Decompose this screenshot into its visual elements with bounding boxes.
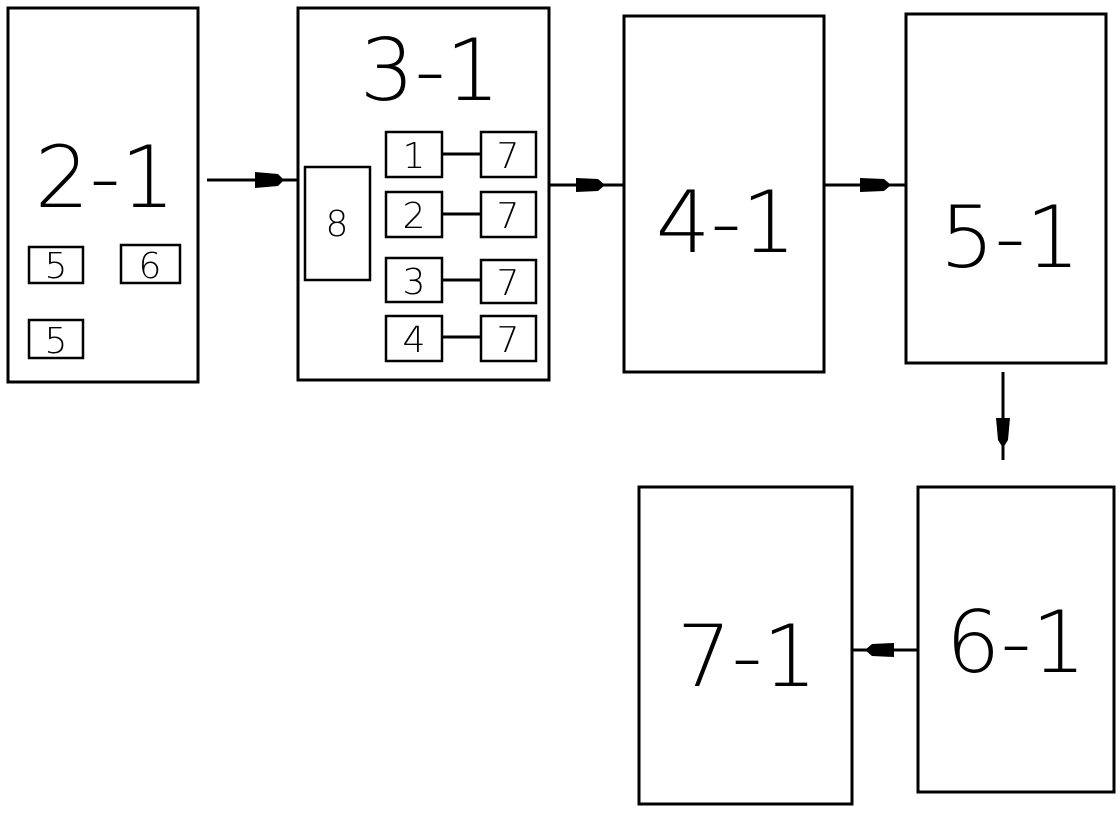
part-7-d-label: 7 — [497, 320, 520, 361]
part-4-label: 4 — [403, 320, 426, 361]
part-2-label: 2 — [403, 196, 426, 237]
part-8 — [303, 165, 372, 282]
block-2-1: 2-1 5 6 5 — [6, 6, 200, 384]
block-6-1: 6-1 — [916, 485, 1116, 794]
block-7-1: 7-1 — [637, 485, 854, 806]
block-6-1-label: 6-1 — [946, 593, 1086, 693]
part-7-a — [479, 130, 538, 179]
part-5-bottom — [27, 318, 85, 360]
part-1-label: 1 — [403, 136, 426, 177]
part-5-bottom-label: 5 — [45, 321, 68, 362]
part-8-label: 8 — [326, 204, 349, 245]
block-5-1: 5-1 — [904, 12, 1108, 365]
block-4-1-label: 4-1 — [656, 173, 796, 273]
block-5-1-label: 5-1 — [940, 188, 1080, 288]
block-7-1-label: 7-1 — [677, 607, 817, 707]
part-4 — [384, 314, 444, 363]
arrow-2-1-to-3-1 — [207, 172, 298, 188]
arrow-6-1-to-7-1 — [852, 643, 918, 657]
part-5-top-label: 5 — [45, 246, 68, 287]
part-7-b-label: 7 — [497, 196, 520, 237]
part-7-b — [479, 190, 538, 239]
part-7-c — [479, 258, 538, 305]
part-3-label: 3 — [403, 262, 426, 303]
part-3 — [384, 256, 444, 304]
part-2 — [384, 190, 444, 239]
arrow-5-1-to-6-1 — [996, 372, 1010, 460]
block-2-1-label: 2-1 — [35, 128, 175, 228]
block-3-1: 3-1 8 1 7 2 7 3 7 4 7 — [296, 6, 551, 382]
part-7-c-label: 7 — [497, 263, 520, 304]
arrow-3-1-to-4-1 — [549, 178, 624, 192]
part-6-label: 6 — [139, 246, 162, 287]
part-5-top — [27, 245, 85, 285]
arrow-4-1-to-5-1 — [824, 178, 906, 192]
block-4-1: 4-1 — [622, 14, 826, 374]
block-3-1-label: 3-1 — [360, 21, 500, 121]
part-6 — [119, 243, 182, 285]
part-7-a-label: 7 — [497, 136, 520, 177]
part-7-d — [479, 314, 538, 363]
